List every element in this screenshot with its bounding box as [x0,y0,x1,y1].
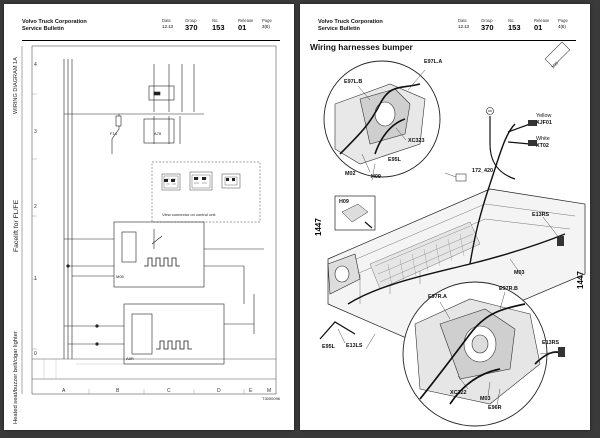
number-label: No. [212,18,219,23]
callout-e13ls: E13LS [346,343,363,349]
number-value: 153 [508,23,521,32]
callout-m02: M02 [345,171,356,177]
brand-company: Volvo Truck Corporation [22,19,87,25]
brand: Volvo Truck Corporation Service Bulletin [22,19,87,32]
callout-h09: H09 [371,174,381,180]
group-value: 370 [185,23,198,32]
callout-e13rs: E13RS [542,340,560,346]
column-letter: C [167,388,171,394]
brand-doc-type: Service Bulletin [318,25,360,32]
brand-company: Volvo Truck Corporation [318,19,383,25]
view-number-left: 1447 [314,218,323,236]
number-cell: No.153 [508,18,521,32]
number-cell: No.153 [212,18,225,32]
left-page: Volvo Truck Corporation Service Bulletin… [4,4,294,430]
callout-h09-inset: H09 [339,199,349,205]
row-number: 1 [34,276,37,282]
row-number: 2 [34,204,37,210]
function-title: Facelift for FL/FE [13,199,20,252]
number-label: No. [508,18,515,23]
callout-white: White [536,136,550,142]
component-label: M05 [116,274,124,279]
brand-doc-type: Service Bulletin [22,25,64,32]
release-label: Release [534,18,550,23]
date-value: 12.13 [162,24,173,29]
figure-number: T3000096 [262,396,281,401]
page-value: 4(6) [558,24,566,29]
relay-label: A78 [154,131,162,136]
page-value: 3(6) [262,24,270,29]
date-value: 12.13 [458,24,469,29]
label-tag-graphic [544,41,571,68]
connector-note: View connector on control unit [162,212,216,217]
component-label: A8R [126,356,134,361]
row-number: 3 [34,129,37,135]
view-number-right: 1447 [576,271,585,289]
fuse-label: F14 [110,131,117,136]
callout-172-420: 172_420 [472,168,493,174]
bottom-title: Heated seat/buzzer belt/cigar lighter [13,331,19,424]
callout-xjf01: XJF01 [536,120,552,126]
harness-illustration [319,41,586,427]
callout-xc323: XC323 [408,138,425,144]
callout-m03: M03 [480,396,491,402]
release-label: Release [238,18,254,23]
group-value: 370 [481,23,494,32]
wiring-diagram [21,45,277,395]
date-label: Date [162,18,171,23]
callout-m03: M03 [514,270,525,276]
callout-yellow: Yellow [536,113,552,119]
row-number: 4 [34,62,37,68]
callout-e97ra: E97R.A [428,294,447,300]
callout-xc322: XC322 [450,390,467,396]
callout-xt02: XT02 [536,143,549,149]
callout-e97la: E97L.A [424,59,443,65]
callout-e13rs: E13RS [532,212,550,218]
callout-e97rb: E97R.B [499,286,518,292]
page-label: Page [262,18,272,23]
right-page-header: Volvo Truck Corporation Service Bulletin… [318,18,576,41]
page-title: Wiring harnesses bumper [310,42,413,52]
date-label: Date [458,18,467,23]
column-letter: M [267,388,272,394]
callout-e95l: E95L [388,157,401,163]
left-page-header: Volvo Truck Corporation Service Bulletin… [22,18,280,41]
release-value: 01 [238,23,247,32]
brand: Volvo Truck Corporation Service Bulletin [318,19,383,32]
callout-e96r: E96R [488,405,502,411]
column-letter: E [249,388,253,394]
group-label: Group [481,18,493,23]
release-value: 01 [534,23,543,32]
row-number: 0 [34,351,37,357]
page-label: Page [558,18,568,23]
group-label: Group [185,18,197,23]
column-letter: A [62,388,66,394]
right-page: Volvo Truck Corporation Service Bulletin… [300,4,590,430]
column-letter: B [116,388,120,394]
column-letter: D [217,388,221,394]
number-value: 153 [212,23,225,32]
side-title: WIRING DIAGRAM 1A [13,57,19,114]
callout-e95l: E95L [322,344,335,350]
callout-e97lb: E97L.B [344,79,363,85]
